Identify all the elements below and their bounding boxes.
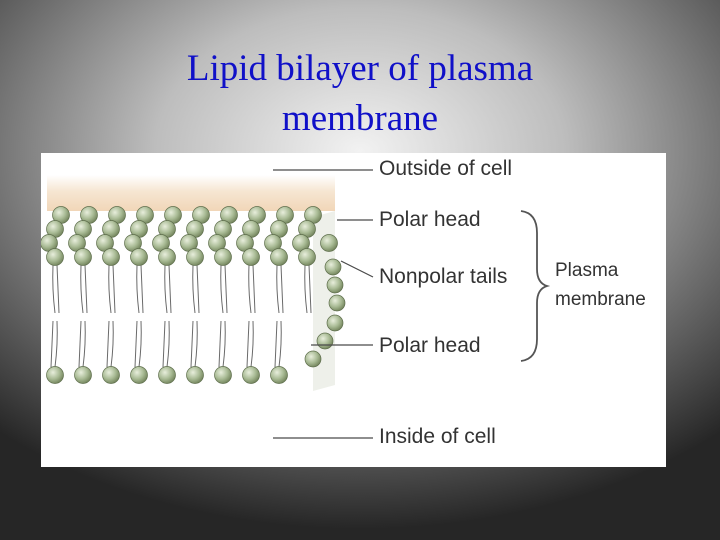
phospholipid-tail [192,264,200,314]
phospholipid-head [214,248,232,266]
phospholipid-head [186,366,204,384]
plasma-membrane-bracket [520,210,551,362]
phospholipid-head [326,314,344,332]
label-outside-of-cell: Outside of cell [379,157,513,180]
leader-lines [273,169,374,439]
phospholipid-head [74,366,92,384]
phospholipid-head [186,248,204,266]
phospholipid-tail [274,320,282,368]
phospholipid-head [316,332,334,350]
phospholipid-tail [78,320,86,368]
slide-title-line-1: Lipid bilayer of plasma [186,48,534,89]
phospholipid-head [102,366,120,384]
slide-title: Lipid bilayer of plasma membrane [0,44,720,144]
phospholipid-tail [136,264,144,314]
phospholipid-tail [108,264,116,314]
membrane-figure: Outside of cell Polar head Nonpolar tail… [41,153,666,467]
phospholipid-head [74,248,92,266]
phospholipid-head [328,294,346,312]
phospholipid-head [326,276,344,294]
phospholipid-head [46,366,64,384]
phospholipid-tail [220,264,228,314]
phospholipid-tail [276,264,284,314]
phospholipid-tail [218,320,226,368]
phospholipid-head [324,258,342,276]
label-plasma: Plasma [555,260,619,281]
phospholipid-head [320,234,338,252]
phospholipid-head [298,248,316,266]
phospholipid-head [102,248,120,266]
phospholipid-tail [190,320,198,368]
phospholipid-head [270,366,288,384]
phospholipid-head [304,350,322,368]
label-polar-head-bottom: Polar head [379,334,481,357]
phospholipid-head [242,366,260,384]
phospholipid-head [130,248,148,266]
phospholipid-tail [304,264,312,314]
phospholipid-head [214,366,232,384]
phospholipid-head [270,248,288,266]
membrane-illustration [41,169,551,439]
phospholipid-head [242,248,260,266]
phospholipid-tail [134,320,142,368]
phospholipid-head [158,248,176,266]
phospholipid-head [46,248,64,266]
label-inside-of-cell: Inside of cell [379,425,496,448]
label-leader-line [340,260,374,278]
phospholipid-tail [52,264,60,314]
outside-fluid-band [47,175,335,211]
phospholipid-head [158,366,176,384]
heads-layer [41,206,346,384]
phospholipid-tail [80,264,88,314]
phospholipid-tail [50,320,58,368]
phospholipid-tail [164,264,172,314]
phospholipid-tail [106,320,114,368]
phospholipid-tail [162,320,170,368]
phospholipid-tail [246,320,254,368]
phospholipid-tail [248,264,256,314]
phospholipid-head [130,366,148,384]
label-nonpolar-tails: Nonpolar tails [379,265,508,288]
tails-layer [50,264,312,368]
slide-title-line-2: membrane [281,98,439,139]
label-polar-head-top: Polar head [379,208,481,231]
label-membrane: membrane [555,289,646,310]
